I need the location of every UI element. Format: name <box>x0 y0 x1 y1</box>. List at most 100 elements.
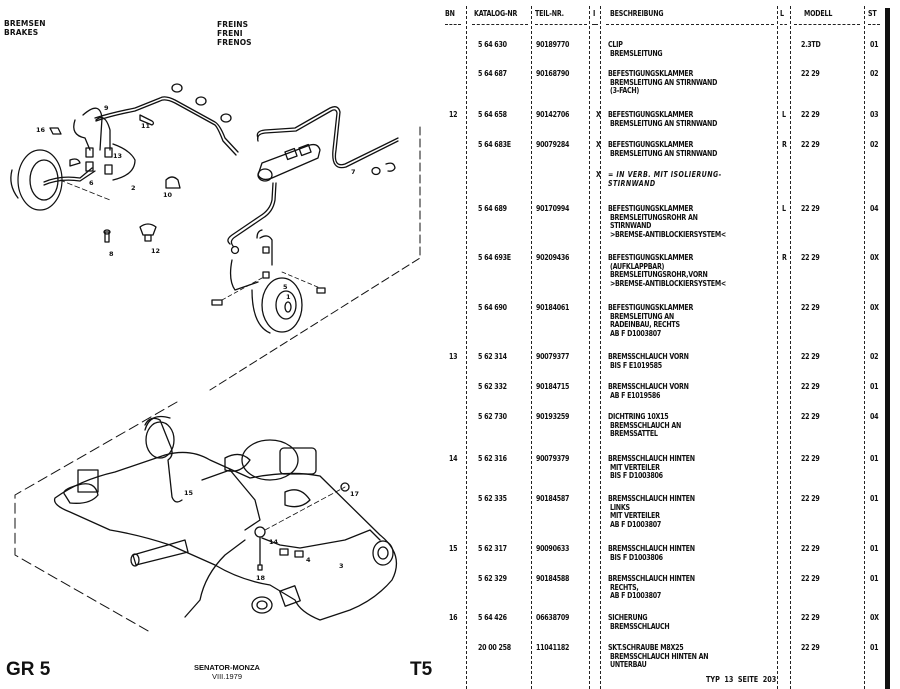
description-line: BEFESTIGUNGSKLAMMER <box>608 303 694 312</box>
column-divider <box>864 6 865 689</box>
model: 2.3TD <box>801 40 821 49</box>
description-line: BREMSSCHLAUCH VORN <box>608 352 689 361</box>
description-line: DICHTRING 10X15 <box>608 412 669 421</box>
col-header-i: I <box>593 9 596 18</box>
callout-15: 15 <box>184 489 194 497</box>
item-number: 16 <box>449 613 458 622</box>
description-line: BIS F D1003806 <box>608 471 663 481</box>
col-header-st: ST <box>868 9 877 18</box>
column-divider <box>600 6 601 689</box>
model: 22 29 <box>801 352 820 361</box>
description-line: BREMSLEITUNG AN STIRNWAND <box>608 77 718 87</box>
description-line: AB F D1003807 <box>608 328 662 338</box>
model: 22 29 <box>801 412 820 421</box>
callout-4: 4 <box>306 556 311 564</box>
description-line: RECHTS, <box>608 582 639 592</box>
part-number: 90193259 <box>536 412 570 421</box>
catalog-number: 5 64 658 <box>478 110 507 119</box>
part-number: 90079377 <box>536 352 570 361</box>
callout-16: 16 <box>36 126 46 134</box>
description-line: LINKS <box>608 502 630 512</box>
col-header-bn: BN <box>445 9 455 18</box>
model: 22 29 <box>801 454 820 463</box>
description-line: BREMSSCHLAUCH HINTEN <box>608 574 695 583</box>
col-header-teil: TEIL-NR. <box>535 9 564 18</box>
catalog-number: 5 64 426 <box>478 613 507 622</box>
item-number: 12 <box>449 110 458 119</box>
description-line: >BREMSE-ANTIBLOCKIERSYSTEM< <box>608 229 726 239</box>
title-spanish: FRENOS <box>217 38 252 47</box>
column-divider <box>777 6 778 689</box>
description-line: BREMSSCHLAUCH HINTEN <box>608 494 695 503</box>
catalog-number: 5 62 316 <box>478 454 507 463</box>
model: 22 29 <box>801 140 820 149</box>
quantity: 02 <box>870 352 879 361</box>
catalog-number: 5 62 329 <box>478 574 507 583</box>
part-number: 90142706 <box>536 110 570 119</box>
description-line: BREMSLEITUNG AN STIRNWAND <box>608 148 718 158</box>
col-header-l: L <box>780 9 784 18</box>
description: BREMSSCHLAUCH HINTEN LINKS MIT VERTEILER… <box>608 494 695 529</box>
description-line: BREMSSATTEL <box>608 429 658 439</box>
description-line: BREMSLEITUNG AN STIRNWAND <box>608 118 718 128</box>
part-number: 90168790 <box>536 69 570 78</box>
part-number: 90184587 <box>536 494 570 503</box>
callout-5: 5 <box>283 283 288 291</box>
description-line: BREMSSCHLAUCH <box>608 621 670 631</box>
quantity: 0X <box>870 253 879 262</box>
quantity: 01 <box>870 494 879 503</box>
part-number: 90079284 <box>536 140 570 149</box>
header-rule <box>592 24 598 25</box>
header-rule <box>868 24 880 25</box>
catalog-number: 5 62 332 <box>478 382 507 391</box>
indicator-x: X <box>596 110 601 119</box>
part-number: 90184715 <box>536 382 570 391</box>
quantity: 0X <box>870 303 879 312</box>
side-indicator: R <box>782 253 787 262</box>
part-number: 06638709 <box>536 613 570 622</box>
description-line: BREMSSCHLAUCH VORN <box>608 382 689 391</box>
description-line: BREMSLEITUNGSROHR AN <box>608 212 698 222</box>
catalog-number: 20 00 258 <box>478 643 511 652</box>
quantity: 01 <box>870 382 879 391</box>
header-rule <box>606 24 774 25</box>
description: BEFESTIGUNGSKLAMMER BREMSLEITUNG AN STIR… <box>608 69 718 96</box>
callout-7: 7 <box>351 168 356 176</box>
description-line: BEFESTIGUNGSKLAMMER <box>608 140 694 149</box>
callout-13: 13 <box>113 152 122 160</box>
indicator-x: X <box>596 170 601 179</box>
description-line: BREMSLEITUNG <box>608 48 663 58</box>
quantity: 0X <box>870 613 879 622</box>
part-number: 11041182 <box>536 643 570 652</box>
column-divider <box>466 6 467 689</box>
model: 22 29 <box>801 110 820 119</box>
column-divider <box>531 6 532 689</box>
model: 22 29 <box>801 494 820 503</box>
header-rule <box>794 24 860 25</box>
part-number: 90079379 <box>536 454 570 463</box>
description-line: BEFESTIGUNGSKLAMMER <box>608 69 694 78</box>
quantity: 01 <box>870 40 879 49</box>
description: DICHTRING 10X15 BREMSSCHLAUCH AN BREMSSA… <box>608 412 681 439</box>
description-line: BIS F E1019585 <box>608 360 662 370</box>
description-line: SKT.SCHRAUBE M8X25 <box>608 643 684 652</box>
section-title-fr-it-es: FREINS FRENI FRENOS <box>217 20 252 47</box>
callout-2: 2 <box>131 184 136 192</box>
column-divider <box>790 6 791 689</box>
description-line: STIRNWAND <box>608 221 652 231</box>
model: 22 29 <box>801 643 820 652</box>
description: BREMSSCHLAUCH VORN AB F E1019586 <box>608 382 689 400</box>
catalog-number: 5 62 335 <box>478 494 507 503</box>
parts-table: BN KATALOG-NR TEIL-NR. I BESCHREIBUNG L … <box>444 0 900 689</box>
description-line: BREMSSCHLAUCH HINTEN AN <box>608 651 709 661</box>
description: BREMSSCHLAUCH HINTEN BIS F D1003806 <box>608 544 695 562</box>
catalog-number: 5 64 690 <box>478 303 507 312</box>
catalog-number: 5 62 314 <box>478 352 507 361</box>
callout-6: 6 <box>89 179 94 187</box>
description-line: = IN VERB. MIT ISOLIERUNG- <box>608 170 722 179</box>
col-header-beschreibung: BESCHREIBUNG <box>610 9 664 18</box>
header-rule <box>472 24 528 25</box>
description-line: MIT VERTEILER <box>608 511 660 521</box>
section-code: T5 <box>410 659 433 680</box>
part-number: 90184061 <box>536 303 570 312</box>
